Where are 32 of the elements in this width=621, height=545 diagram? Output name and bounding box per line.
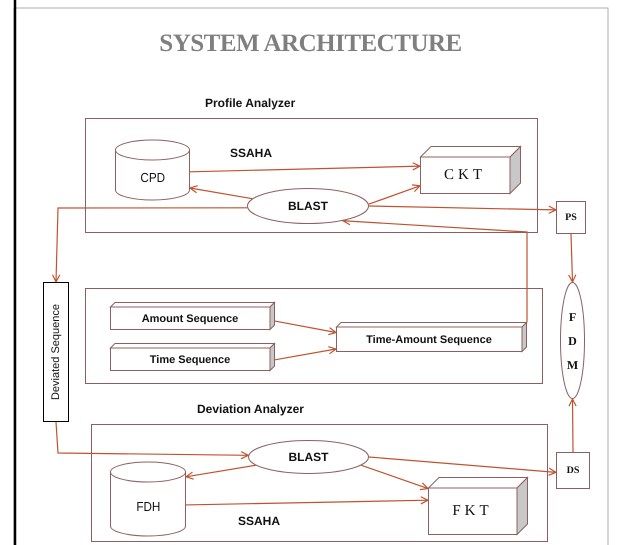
arrow (52, 207, 248, 283)
arrow (361, 464, 429, 490)
edge-label: SSAHA (236, 514, 282, 528)
node-label: PS (565, 212, 577, 223)
section-heading: Profile Analyzer (205, 96, 296, 110)
node-label: Time Sequence (150, 354, 230, 366)
node-label: FDH (136, 498, 160, 514)
node-label: CPD (140, 170, 165, 184)
node-label: BLAST (288, 450, 328, 464)
node-label: DS (566, 465, 580, 476)
node-label: BLAST (288, 199, 328, 213)
node-label: FDM (566, 308, 578, 374)
node-label: Deviated Sequence (50, 304, 62, 400)
arrow (55, 422, 249, 460)
arrow (274, 346, 337, 360)
section-heading: Deviation Analyzer (197, 402, 304, 416)
edge-label: SSAHA (228, 146, 274, 160)
title: SYSTEM ARCHITECTURE (158, 30, 463, 58)
node-label: Time-Amount Sequence (366, 334, 492, 346)
arrow (568, 398, 577, 452)
arrow (568, 234, 576, 283)
arrow (368, 184, 421, 205)
arrow (189, 185, 252, 200)
arrow (274, 320, 337, 336)
arrow (186, 496, 429, 506)
node-label: CKT (444, 167, 486, 184)
node-label: Amount Sequence (142, 312, 238, 324)
arrow (368, 205, 557, 214)
arrow (185, 464, 256, 480)
arrow (190, 162, 421, 172)
node-label: FKT (452, 503, 493, 520)
arrow (368, 456, 557, 476)
